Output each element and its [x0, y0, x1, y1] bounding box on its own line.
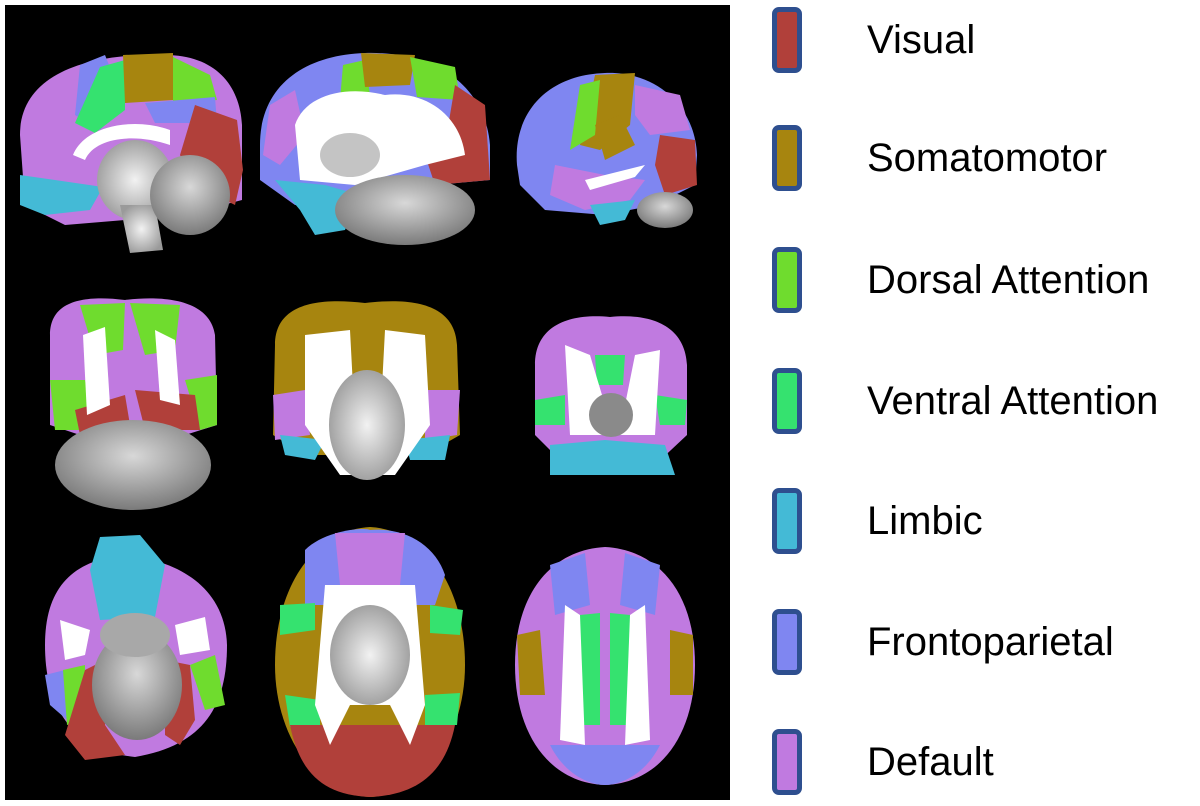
- legend-label: Default: [867, 739, 994, 784]
- legend-label: Dorsal Attention: [867, 257, 1150, 302]
- network-legend: Visual Somatomotor Dorsal Attention Vent…: [772, 0, 1200, 806]
- legend-swatch-somatomotor: [772, 125, 802, 191]
- legend-swatch-limbic: [772, 488, 802, 554]
- legend-item-frontoparietal: Frontoparietal: [772, 602, 1114, 682]
- axial-middle-slice: [275, 527, 465, 797]
- sagittal-mid-slice: [260, 52, 490, 245]
- legend-item-default: Default: [772, 722, 994, 802]
- legend-label: Frontoparietal: [867, 619, 1114, 664]
- coronal-anterior-slice: [535, 316, 687, 475]
- legend-item-limbic: Limbic: [772, 481, 983, 561]
- legend-item-dorsal-attention: Dorsal Attention: [772, 240, 1149, 320]
- coronal-middle-slice: [273, 301, 460, 480]
- legend-item-visual: Visual: [772, 0, 975, 80]
- legend-label: Ventral Attention: [867, 378, 1159, 423]
- brain-slices-panel: [5, 5, 730, 800]
- sagittal-lateral-slice: [516, 72, 697, 228]
- legend-swatch-default: [772, 729, 802, 795]
- coronal-posterior-slice: [50, 298, 217, 510]
- legend-label: Visual: [867, 17, 976, 62]
- axial-superior-slice: [515, 547, 695, 785]
- axial-inferior-slice: [45, 535, 227, 760]
- legend-swatch-frontoparietal: [772, 609, 802, 675]
- legend-swatch-visual: [772, 7, 802, 73]
- legend-label: Limbic: [867, 498, 983, 543]
- legend-label: Somatomotor: [867, 135, 1108, 180]
- legend-swatch-dorsal-attention: [772, 247, 802, 313]
- sagittal-medial-slice: [20, 53, 243, 253]
- legend-swatch-ventral-attention: [772, 368, 802, 434]
- legend-item-somatomotor: Somatomotor: [772, 118, 1107, 198]
- legend-item-ventral-attention: Ventral Attention: [772, 361, 1158, 441]
- brain-slices-grid: [20, 52, 697, 797]
